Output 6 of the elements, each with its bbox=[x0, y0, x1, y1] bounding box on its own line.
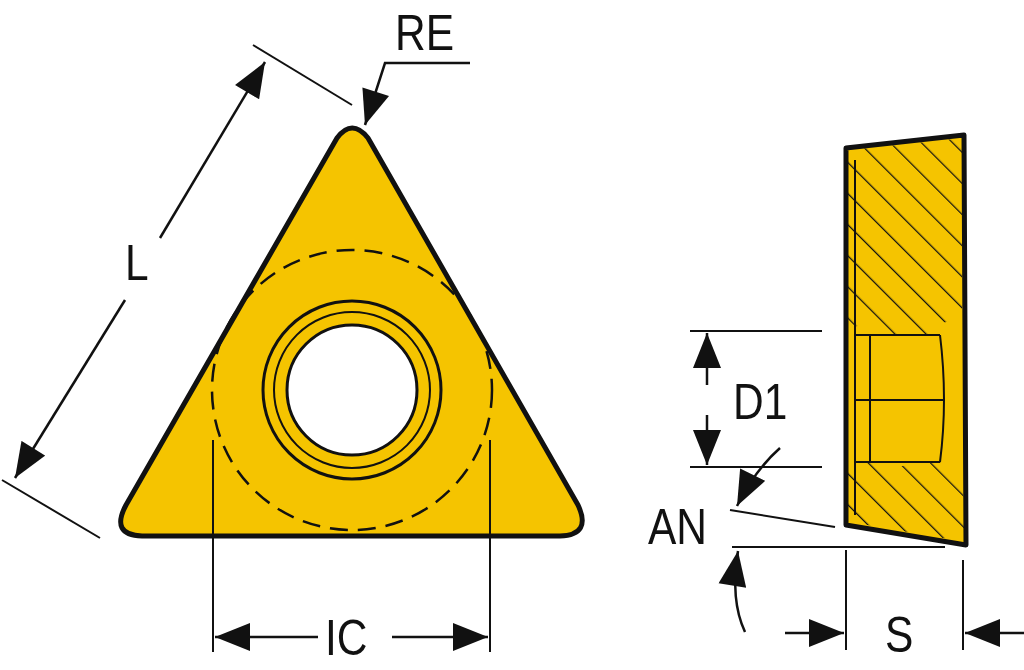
dimension-label: RE bbox=[395, 8, 455, 58]
dimension-label: IC bbox=[325, 613, 368, 663]
dimension-label: D1 bbox=[733, 377, 788, 427]
dimension-label: L bbox=[125, 238, 149, 288]
dimension-label: AN bbox=[648, 502, 708, 552]
dimension-label: S bbox=[885, 610, 914, 660]
